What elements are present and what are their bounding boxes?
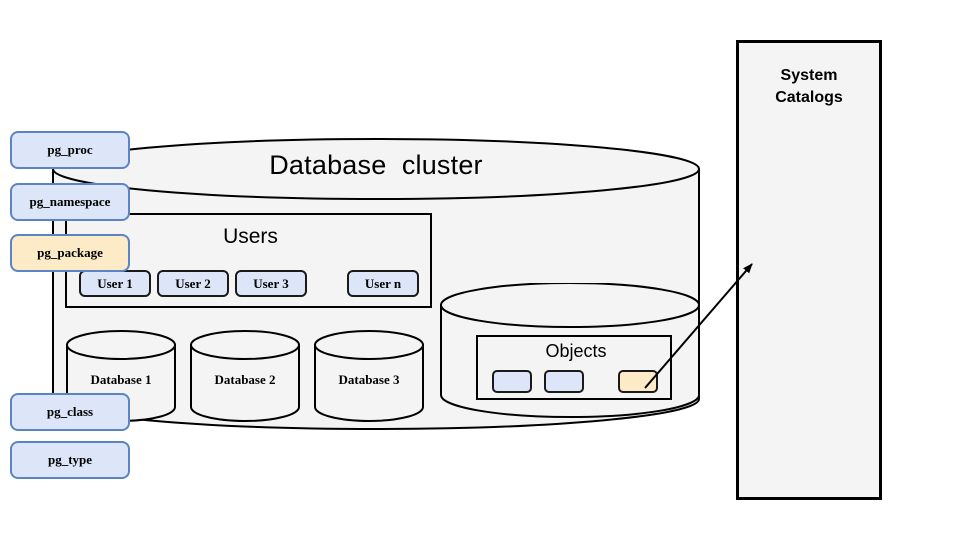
objects-box: Objects xyxy=(476,335,672,400)
catalog-item-pg-namespace-label: pg_namespace xyxy=(29,194,111,209)
database-cylinder-3[interactable]: Database 3 xyxy=(314,330,424,422)
database-cylinder-3-shape xyxy=(314,330,424,422)
catalog-item-pg-class[interactable]: pg_class xyxy=(10,393,130,431)
user-chip-n[interactable]: User n xyxy=(347,270,419,297)
system-catalogs-title-line-2: Catalogs xyxy=(775,88,843,106)
catalog-item-pg-proc-label: pg_proc xyxy=(47,142,93,157)
user-chip-3[interactable]: User 3 xyxy=(235,270,307,297)
database-cylinder-3-label: Database 3 xyxy=(338,372,400,387)
user-chip-1[interactable]: User 1 xyxy=(79,270,151,297)
object-chip-1[interactable] xyxy=(492,370,532,393)
database-cylinder-2[interactable]: Database 2 xyxy=(190,330,300,422)
catalog-item-pg-package[interactable]: pg_package xyxy=(10,234,130,272)
user-chip-2-label: User 2 xyxy=(175,275,211,291)
users-label: Users xyxy=(223,225,278,248)
database-cylinder-2-shape xyxy=(190,330,300,422)
catalog-item-pg-namespace[interactable]: pg_namespace xyxy=(10,183,130,221)
objects-label: Objects xyxy=(545,341,607,361)
cluster-title: Database cluster xyxy=(269,150,483,180)
user-chip-3-label: User 3 xyxy=(253,275,289,291)
user-chip-1-label: User 1 xyxy=(97,275,133,291)
system-catalogs-panel: System Catalogs xyxy=(736,40,882,500)
catalog-item-pg-class-label: pg_class xyxy=(46,404,94,419)
system-catalogs-title-line-1: System xyxy=(780,67,838,84)
catalog-item-pg-type-label: pg_type xyxy=(47,452,93,467)
database-cylinder-2-label: Database 2 xyxy=(214,372,276,387)
catalog-item-pg-type[interactable]: pg_type xyxy=(10,441,130,479)
catalog-item-pg-proc[interactable]: pg_proc xyxy=(10,131,130,169)
system-catalogs-title: System Catalogs xyxy=(739,65,879,108)
user-chip-n-label: User n xyxy=(364,275,402,291)
database-cylinder-1-label: Database 1 xyxy=(90,372,152,387)
catalog-item-pg-package-label: pg_package xyxy=(37,245,103,260)
object-chip-highlighted[interactable] xyxy=(618,370,658,393)
object-chip-2[interactable] xyxy=(544,370,584,393)
user-chip-2[interactable]: User 2 xyxy=(157,270,229,297)
